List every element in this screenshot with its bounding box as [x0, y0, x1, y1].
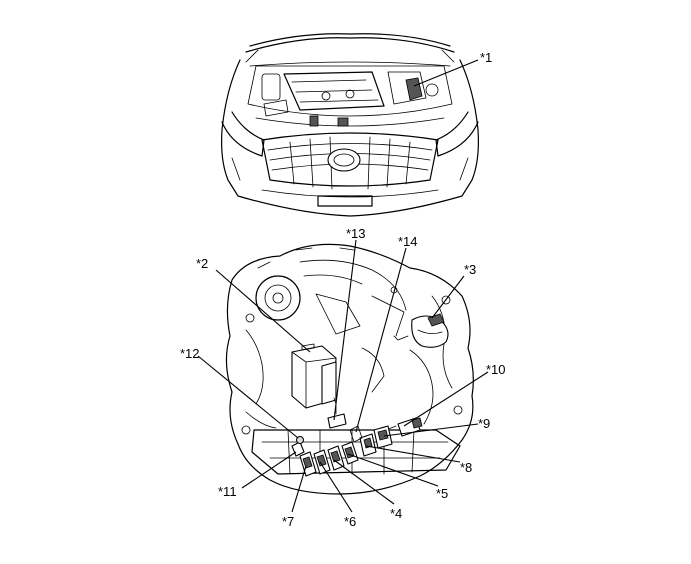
leader-11: [241, 451, 297, 489]
callout-12: *12: [180, 346, 200, 361]
leader-lines: [197, 59, 489, 513]
callout-2: *2: [196, 256, 208, 271]
leader-13: [333, 239, 357, 421]
leader-12: [197, 355, 299, 439]
leader-5: [347, 453, 439, 487]
vehicle-front-illustration: [221, 33, 479, 217]
callout-7: *7: [282, 514, 294, 529]
leader-7: [291, 465, 307, 513]
leader-10: [403, 371, 489, 427]
callout-5: *5: [436, 486, 448, 501]
leader-8: [365, 445, 461, 463]
leader-14: [355, 247, 407, 433]
callout-10: *10: [486, 362, 506, 377]
callout-9: *9: [478, 416, 490, 431]
callout-3: *3: [464, 262, 476, 277]
leader-6: [319, 461, 353, 513]
leader-9: [383, 423, 479, 437]
callout-6: *6: [344, 514, 356, 529]
callout-labels: *1 *2 *3 *4 *5 *6 *7 *8 *9 *10 *11 *12 *…: [180, 50, 506, 529]
callout-1: *1: [480, 50, 492, 65]
leader-4: [333, 459, 395, 505]
callout-11: *11: [218, 484, 237, 499]
transaxle-assembly-illustration: [225, 243, 474, 495]
callout-14: *14: [398, 234, 418, 249]
callout-8: *8: [460, 460, 472, 475]
leader-2: [215, 269, 311, 353]
leader-3: [431, 275, 465, 319]
callout-4: *4: [390, 506, 402, 521]
leader-1: [413, 59, 479, 87]
callout-13: *13: [346, 226, 366, 241]
